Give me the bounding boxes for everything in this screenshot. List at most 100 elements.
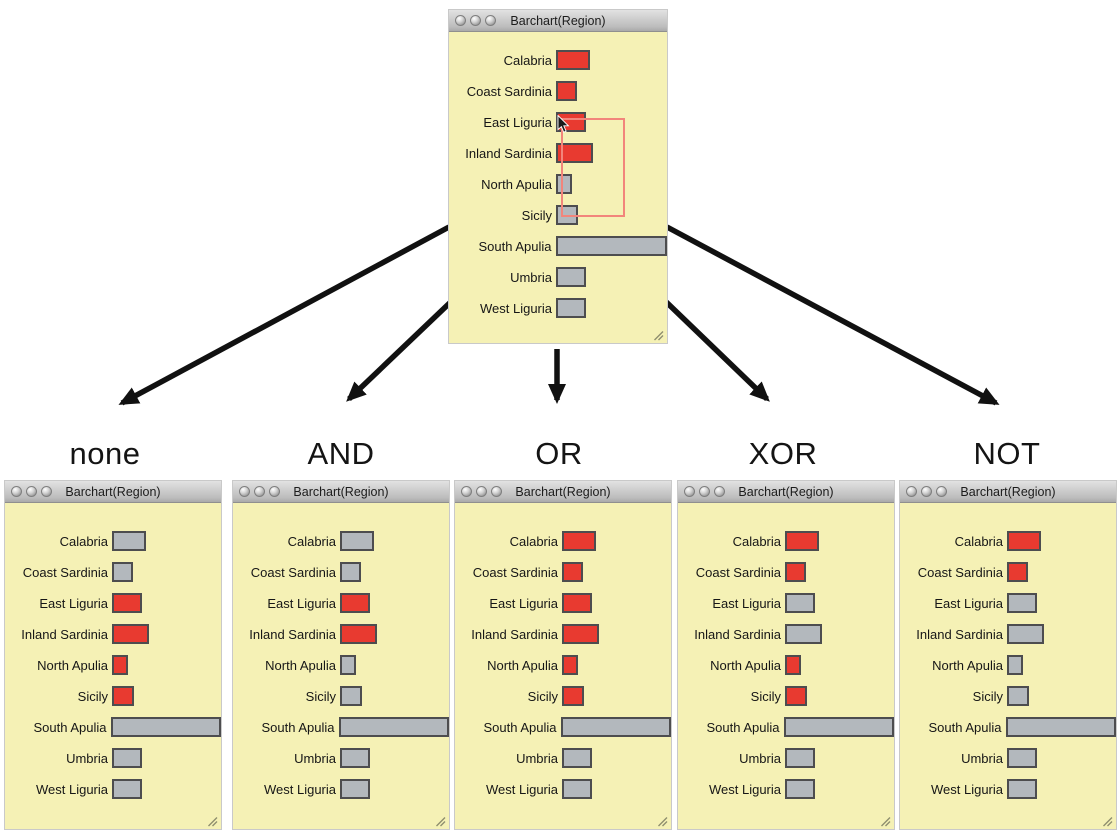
bar-sicily[interactable] <box>340 686 362 706</box>
maximize-button[interactable] <box>269 486 280 497</box>
bar-row: Inland Sardinia <box>449 143 667 163</box>
bar-calabria[interactable] <box>340 531 374 551</box>
bar-north-apulia[interactable] <box>1007 655 1023 675</box>
bar-south-apulia[interactable] <box>1005 717 1116 737</box>
bar-sicily[interactable] <box>785 686 807 706</box>
resize-handle[interactable] <box>652 328 664 341</box>
bar-label-sicily: Sicily <box>972 688 1003 704</box>
maximize-button[interactable] <box>714 486 725 497</box>
close-button[interactable] <box>239 486 250 497</box>
bar-sicily[interactable] <box>112 686 134 706</box>
bar-east-liguria[interactable] <box>112 593 142 613</box>
window-titlebar[interactable]: Barchart(Region) <box>678 481 894 503</box>
bar-coast-sardinia[interactable] <box>340 562 361 582</box>
bar-north-apulia[interactable] <box>556 174 572 194</box>
resize-handle[interactable] <box>879 814 891 827</box>
bar-coast-sardinia[interactable] <box>112 562 133 582</box>
bar-umbria[interactable] <box>556 267 586 287</box>
bar-row: Inland Sardinia <box>678 624 894 644</box>
window-controls <box>684 486 725 497</box>
arrow-xor <box>658 294 770 402</box>
bar-calabria[interactable] <box>556 50 590 70</box>
bar-west-liguria[interactable] <box>785 779 815 799</box>
resize-handle[interactable] <box>1101 814 1113 827</box>
window-titlebar[interactable]: Barchart(Region) <box>233 481 449 503</box>
bar-east-liguria[interactable] <box>785 593 815 613</box>
bar-label-coast-sardinia: Coast Sardinia <box>466 83 552 99</box>
bar-coast-sardinia[interactable] <box>1007 562 1028 582</box>
bar-label-calabria: Calabria <box>59 533 108 549</box>
bar-west-liguria[interactable] <box>556 298 586 318</box>
maximize-button[interactable] <box>485 15 496 26</box>
bar-east-liguria[interactable] <box>1007 593 1037 613</box>
bar-south-apulia[interactable] <box>560 717 671 737</box>
bar-label-sicily: Sicily <box>77 688 108 704</box>
minimize-button[interactable] <box>699 486 710 497</box>
bar-inland-sardinia[interactable] <box>562 624 599 644</box>
maximize-button[interactable] <box>491 486 502 497</box>
window-controls <box>455 15 496 26</box>
resize-handle[interactable] <box>434 814 446 827</box>
close-button[interactable] <box>455 15 466 26</box>
bar-sicily[interactable] <box>562 686 584 706</box>
bar-umbria[interactable] <box>1007 748 1037 768</box>
close-button[interactable] <box>684 486 695 497</box>
bar-north-apulia[interactable] <box>340 655 356 675</box>
bar-south-apulia[interactable] <box>110 717 221 737</box>
bar-inland-sardinia[interactable] <box>112 624 149 644</box>
bar-south-apulia[interactable] <box>555 236 667 256</box>
minimize-button[interactable] <box>476 486 487 497</box>
bar-north-apulia[interactable] <box>562 655 578 675</box>
minimize-button[interactable] <box>921 486 932 497</box>
bar-calabria[interactable] <box>785 531 819 551</box>
bar-west-liguria[interactable] <box>112 779 142 799</box>
minimize-button[interactable] <box>470 15 481 26</box>
bar-calabria[interactable] <box>112 531 146 551</box>
bar-inland-sardinia[interactable] <box>556 143 593 163</box>
bar-north-apulia[interactable] <box>785 655 801 675</box>
window-titlebar[interactable]: Barchart(Region) <box>5 481 221 503</box>
bar-umbria[interactable] <box>785 748 815 768</box>
bar-row: Inland Sardinia <box>233 624 449 644</box>
maximize-button[interactable] <box>936 486 947 497</box>
bar-west-liguria[interactable] <box>340 779 370 799</box>
window-titlebar[interactable]: Barchart(Region) <box>900 481 1116 503</box>
window-titlebar[interactable]: Barchart(Region) <box>449 10 667 32</box>
window-titlebar[interactable]: Barchart(Region) <box>455 481 671 503</box>
bar-west-liguria[interactable] <box>1007 779 1037 799</box>
bar-inland-sardinia[interactable] <box>785 624 822 644</box>
bar-east-liguria[interactable] <box>340 593 370 613</box>
minimize-button[interactable] <box>254 486 265 497</box>
bar-south-apulia[interactable] <box>338 717 449 737</box>
bar-calabria[interactable] <box>1007 531 1041 551</box>
maximize-button[interactable] <box>41 486 52 497</box>
bar-coast-sardinia[interactable] <box>562 562 583 582</box>
window-title: Barchart(Region) <box>293 484 389 499</box>
bar-south-apulia[interactable] <box>783 717 894 737</box>
window-controls <box>461 486 502 497</box>
close-button[interactable] <box>461 486 472 497</box>
bar-east-liguria[interactable] <box>562 593 592 613</box>
bar-coast-sardinia[interactable] <box>785 562 806 582</box>
bar-coast-sardinia[interactable] <box>556 81 577 101</box>
bar-label-east-liguria: East Liguria <box>483 114 552 130</box>
bar-row: Umbria <box>678 748 894 768</box>
bar-umbria[interactable] <box>562 748 592 768</box>
minimize-button[interactable] <box>26 486 37 497</box>
resize-handle[interactable] <box>206 814 218 827</box>
close-button[interactable] <box>906 486 917 497</box>
bar-inland-sardinia[interactable] <box>1007 624 1044 644</box>
bar-sicily[interactable] <box>1007 686 1029 706</box>
bar-umbria[interactable] <box>340 748 370 768</box>
bar-label-umbria: Umbria <box>739 750 781 766</box>
bar-calabria[interactable] <box>562 531 596 551</box>
resize-handle[interactable] <box>656 814 668 827</box>
bar-north-apulia[interactable] <box>112 655 128 675</box>
bar-umbria[interactable] <box>112 748 142 768</box>
bar-west-liguria[interactable] <box>562 779 592 799</box>
close-button[interactable] <box>11 486 22 497</box>
bar-inland-sardinia[interactable] <box>340 624 377 644</box>
